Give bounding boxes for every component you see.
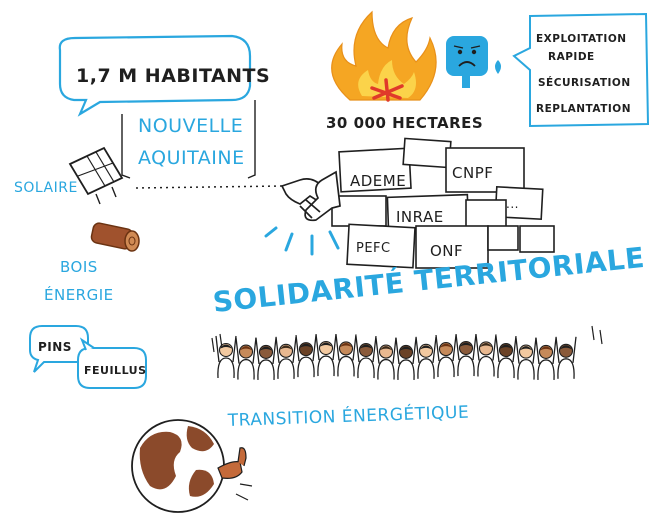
sad-tree-icon — [446, 36, 501, 88]
partner-cnpf: CNPF — [452, 164, 493, 182]
person-figure — [475, 334, 497, 377]
solar-panel-icon — [68, 146, 124, 205]
region-line2: AQUITAINE — [138, 147, 245, 169]
pines-bubble: PINS — [29, 325, 89, 373]
burned-area: 30 000 HECTARES — [326, 114, 483, 132]
pines-label: PINS — [38, 340, 72, 354]
person-figure — [335, 334, 357, 377]
transition-title: TRANSITION ÉNERGÉTIQUE — [226, 401, 469, 431]
person-figure — [215, 335, 237, 379]
person-figure — [535, 337, 557, 380]
action-replantation: REPLANTATION — [536, 103, 631, 115]
handshake-icon — [280, 170, 341, 222]
partner-more: ... — [506, 197, 519, 211]
hardwoods-label: FEUILLUS — [84, 364, 147, 377]
partner-onf: ONF — [430, 242, 463, 260]
person-figure — [255, 337, 277, 380]
person-figure — [395, 337, 417, 380]
person-figure — [275, 336, 297, 379]
person-figure — [515, 337, 537, 380]
wood-label-line1: BOIS — [60, 258, 98, 276]
partner-pefc: PEFC — [356, 241, 391, 256]
person-figure — [455, 333, 477, 377]
person-figure — [375, 337, 397, 380]
person-figure — [555, 336, 577, 379]
action-securisation: SÉCURISATION — [538, 76, 631, 89]
motion-mark — [211, 337, 215, 353]
action-exploitation: EXPLOITATION — [536, 33, 627, 45]
person-figure — [315, 333, 337, 377]
person-figure — [415, 336, 437, 379]
population-count: 1,7 M HABITANTS — [76, 65, 270, 87]
globe-icon — [131, 419, 253, 513]
person-figure — [355, 335, 377, 379]
action-rapide: RAPIDE — [548, 51, 595, 63]
solar-label: SOLAIRE — [14, 180, 78, 196]
partner-ademe: ADEME — [350, 172, 406, 190]
population-bubble: 1,7 M HABITANTS — [58, 34, 270, 117]
person-figure — [435, 335, 457, 378]
log-icon — [90, 222, 140, 252]
region-line1: NOUVELLE — [138, 115, 243, 137]
motion-mark — [599, 329, 603, 345]
motion-mark — [591, 325, 595, 341]
person-figure — [235, 337, 257, 380]
wood-label-line2: ÉNERGIE — [44, 285, 114, 304]
person-figure — [295, 335, 317, 378]
partner-blocks — [331, 137, 555, 269]
fire-actions-bubble: EXPLOITATION RAPIDE SÉCURISATION REPLANT… — [512, 12, 650, 128]
motion-mark — [219, 333, 223, 349]
handshake-rays — [264, 226, 340, 256]
people-crowd — [211, 325, 603, 380]
fire-icon — [331, 10, 437, 102]
partner-inrae: INRAE — [396, 208, 444, 226]
person-figure — [495, 335, 517, 379]
hardwoods-bubble: FEUILLUS — [77, 337, 147, 389]
